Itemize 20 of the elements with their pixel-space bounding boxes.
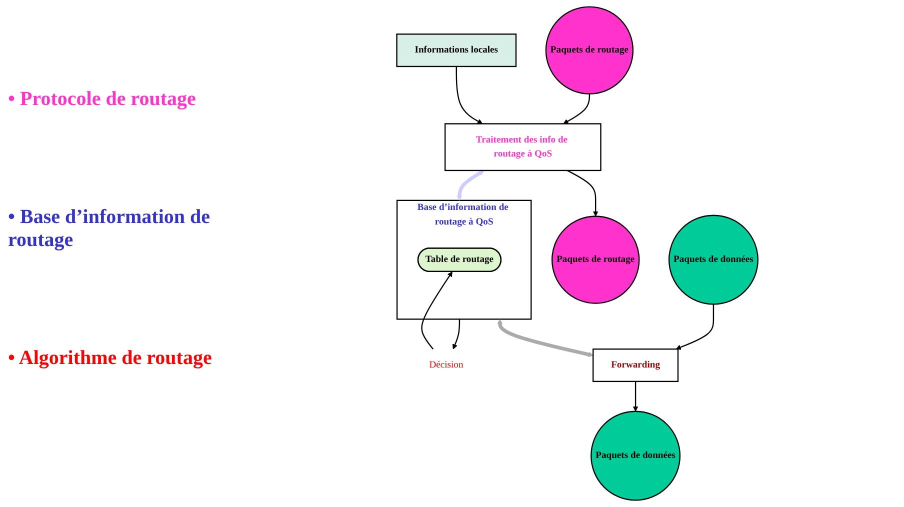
node-box: Informations locales bbox=[396, 34, 516, 68]
arrow bbox=[456, 170, 484, 201]
node-text: Décision bbox=[428, 360, 463, 370]
arrow bbox=[455, 66, 482, 124]
node-box: Traitement des info de routage à QoS bbox=[444, 123, 602, 172]
arrow bbox=[496, 319, 593, 358]
node-box: Forwarding bbox=[592, 348, 678, 382]
arrow bbox=[420, 272, 452, 350]
node-circle: Paquets de données bbox=[590, 410, 680, 501]
bullet-label: • Algorithme de routage bbox=[8, 346, 213, 370]
arrow bbox=[632, 381, 638, 412]
bullet-label: • Protocole de routage bbox=[8, 88, 197, 110]
arrow bbox=[562, 94, 590, 124]
node-circle: Paquets de données bbox=[668, 214, 758, 305]
arrow bbox=[452, 319, 460, 350]
node-circle: Paquets de routage bbox=[545, 6, 634, 94]
node-circle: Paquets de routage bbox=[551, 216, 640, 304]
arrow bbox=[566, 170, 598, 216]
arrow bbox=[675, 304, 714, 350]
bullet-label: • Base d’information de routage bbox=[8, 206, 212, 252]
